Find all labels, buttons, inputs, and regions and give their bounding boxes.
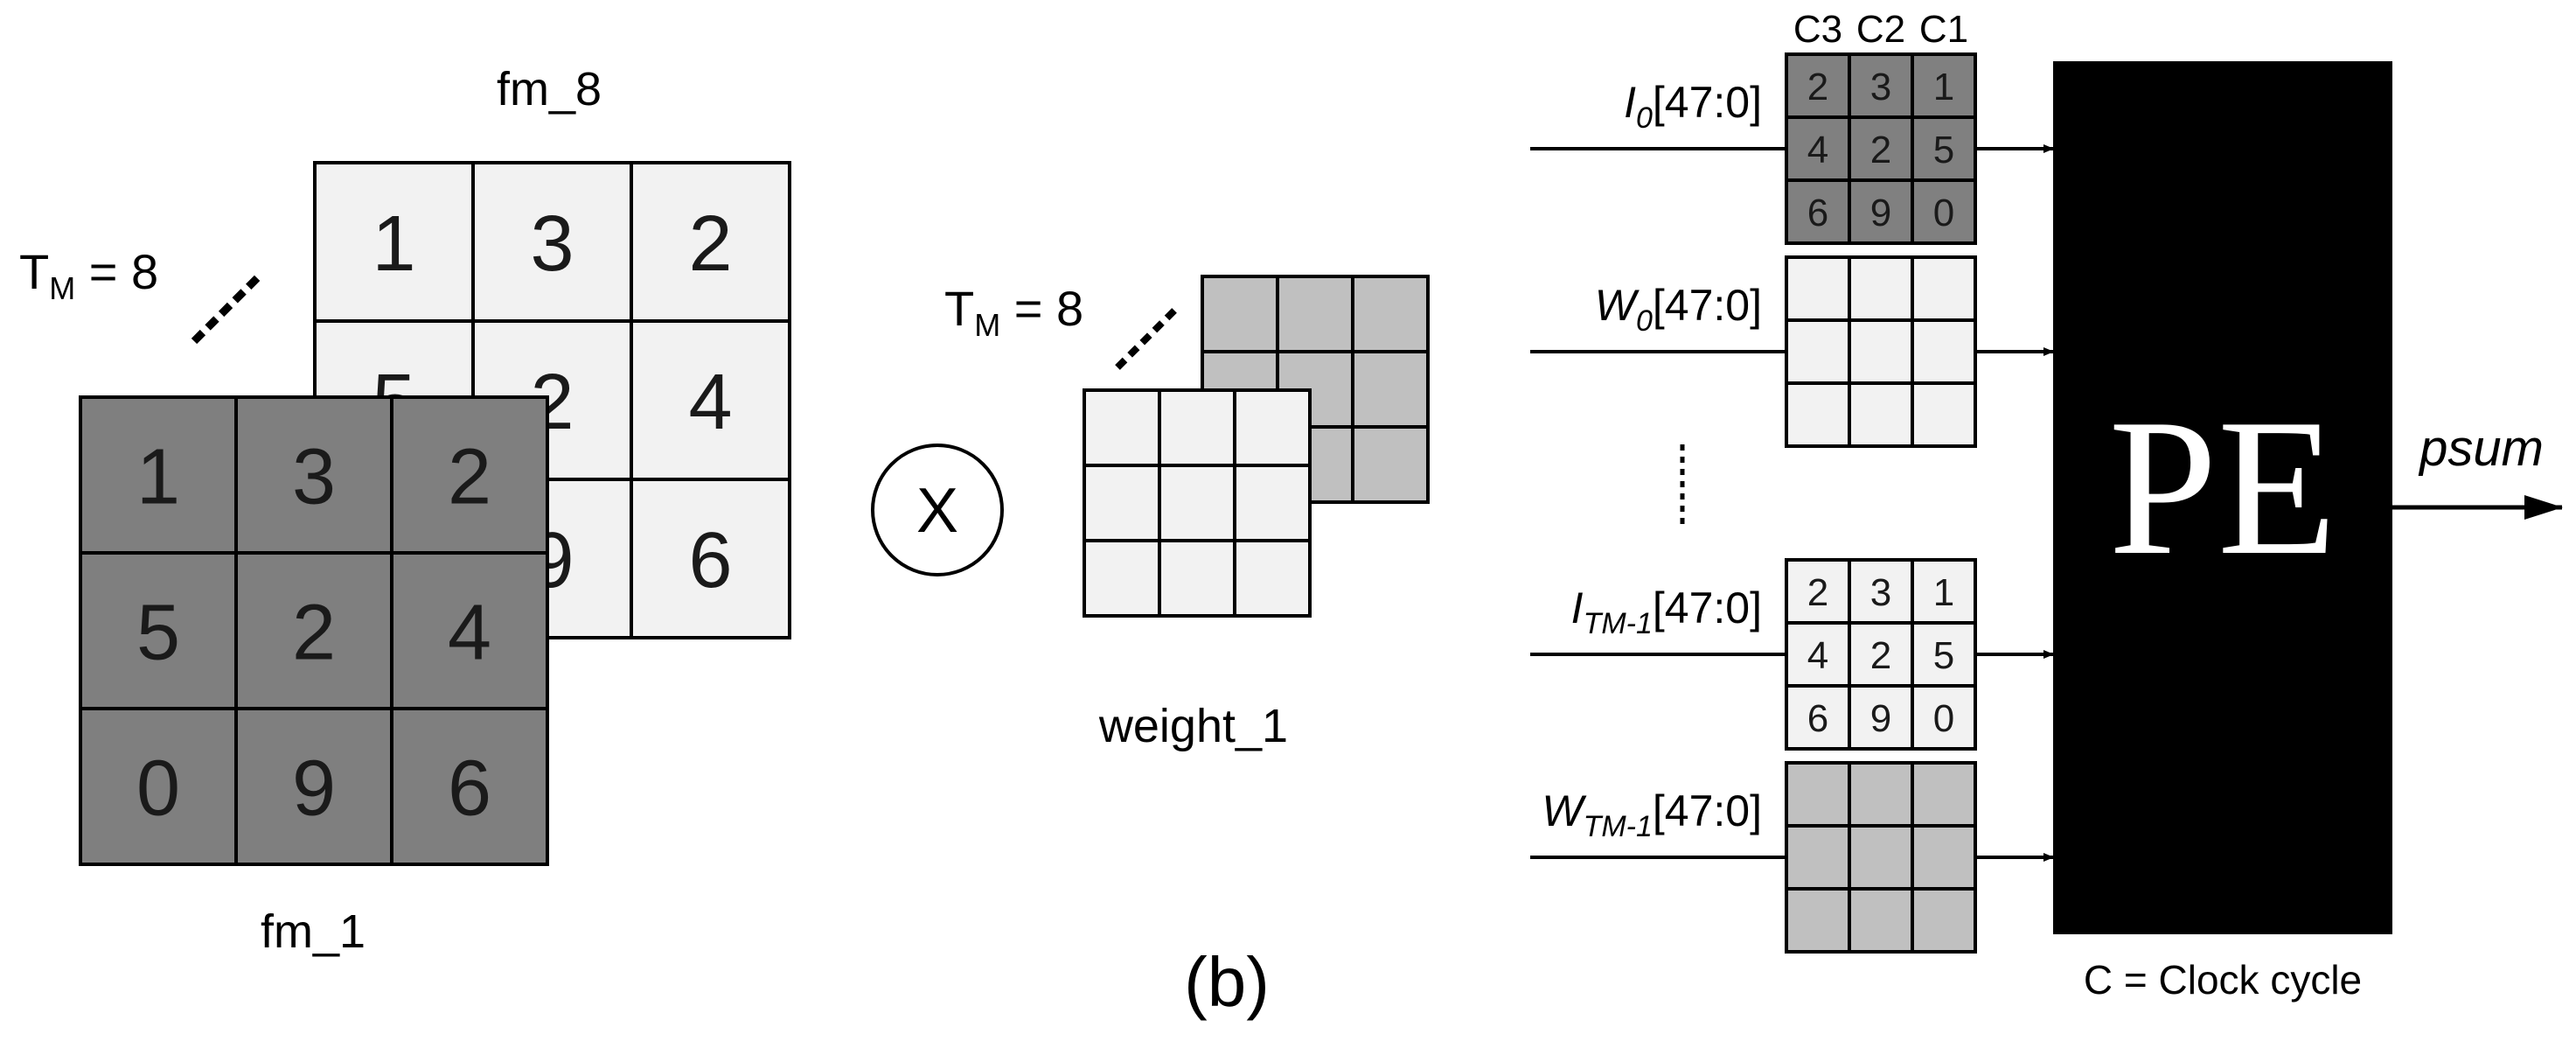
fm-front-cell-value: 1 [136,433,180,520]
input-grid-cell-value: 0 [1933,192,1954,234]
input-grid-cell-value: 3 [1870,66,1891,108]
fm-back-cell-value: 4 [688,359,732,446]
fm-front-cell-value: 6 [448,744,491,832]
fm-back-label: fm_8 [497,63,602,115]
fm-front-cell-value: 2 [292,589,336,676]
input-grid-cell-value: 1 [1933,571,1954,614]
input-grid-background [1785,558,1977,751]
input-grid-background [1785,761,1977,954]
fm-front-cell-value: 5 [136,589,180,676]
fm-back-cell-value: 1 [372,200,415,288]
weight-depth-dashes [1115,304,1181,370]
fm-front-background [79,395,549,866]
figure-label: (b) [1184,943,1270,1021]
fm-depth-label: TM = 8 [19,244,158,306]
fm-back-cell-value: 6 [688,517,732,604]
input-grid-cell-value: 3 [1870,571,1891,614]
fm-front-grid: 1 3 2 5 2 4 0 9 6 [79,395,549,866]
pe-input-row: WTM-1[47:0] [1530,761,2054,954]
fm-front-label: fm_1 [261,905,366,958]
input-label: I0[47:0] [1624,78,1762,135]
input-grid-cell-value: 6 [1807,697,1828,740]
input-grid-cell-value: 1 [1933,66,1954,108]
pe-block [2053,61,2392,934]
weight-label: weight_1 [1098,700,1288,752]
operator-symbol: X [916,476,958,546]
column-header: C1 [1919,8,1968,51]
clock-note: C = Clock cycle [2084,957,2362,1003]
input-grid-cell-value: 2 [1807,571,1828,614]
column-header: C3 [1793,8,1842,51]
fm-back-cell-value: 3 [530,200,574,288]
input-grid-cell-value: 4 [1807,634,1828,677]
input-grid-cell-value: 5 [1933,129,1954,171]
input-grid-cell-value: 4 [1807,129,1828,171]
input-label: ITM-1[47:0] [1571,583,1762,640]
feature-map-stack: fm_8 1 3 2 5 2 4 0 9 6 TM = 8 1 3 2 5 2 4 0 9 6 fm_1 [19,63,791,958]
fm-front-cell-value: 0 [136,744,180,832]
fm-front-cell-value: 3 [292,433,336,520]
input-grid-cell-value: 2 [1870,634,1891,677]
pe-input-row: W0[47:0] [1530,255,2054,448]
input-grid-cell-value: 9 [1870,697,1891,740]
input-grid-background [1785,255,1977,448]
fm-front-cell-value: 9 [292,744,336,832]
input-label: W0[47:0] [1595,281,1762,338]
psum-label: psum [2418,420,2544,477]
operator-circle [871,444,1004,576]
fm-front-cell-value: 4 [448,589,491,676]
input-grid-cell-value: 6 [1807,192,1828,234]
input-grid-cell-value: 2 [1807,66,1828,108]
weight-stack: TM = 8 weight_1 [944,275,1430,752]
weight-depth-label: TM = 8 [944,281,1083,343]
column-headers: C3 C2 C1 [1793,8,1968,51]
input-grid-cell-value: 9 [1870,192,1891,234]
weight-front-background [1083,388,1312,618]
fm-front-cell-value: 2 [448,433,491,520]
fm-back-cell-value: 2 [688,200,732,288]
input-grid-cell-value: 0 [1933,697,1954,740]
input-grid-cell-value: 5 [1933,634,1954,677]
multiply-operator: X [871,444,1004,576]
weight-front-grid [1083,388,1312,618]
pe-label: PE [2108,379,2336,596]
input-grid-background [1785,52,1977,245]
fm-depth-dashes [191,274,261,345]
input-label: WTM-1[47:0] [1542,786,1762,843]
input-grid-cell-value: 2 [1870,129,1891,171]
column-header: C2 [1856,8,1905,51]
